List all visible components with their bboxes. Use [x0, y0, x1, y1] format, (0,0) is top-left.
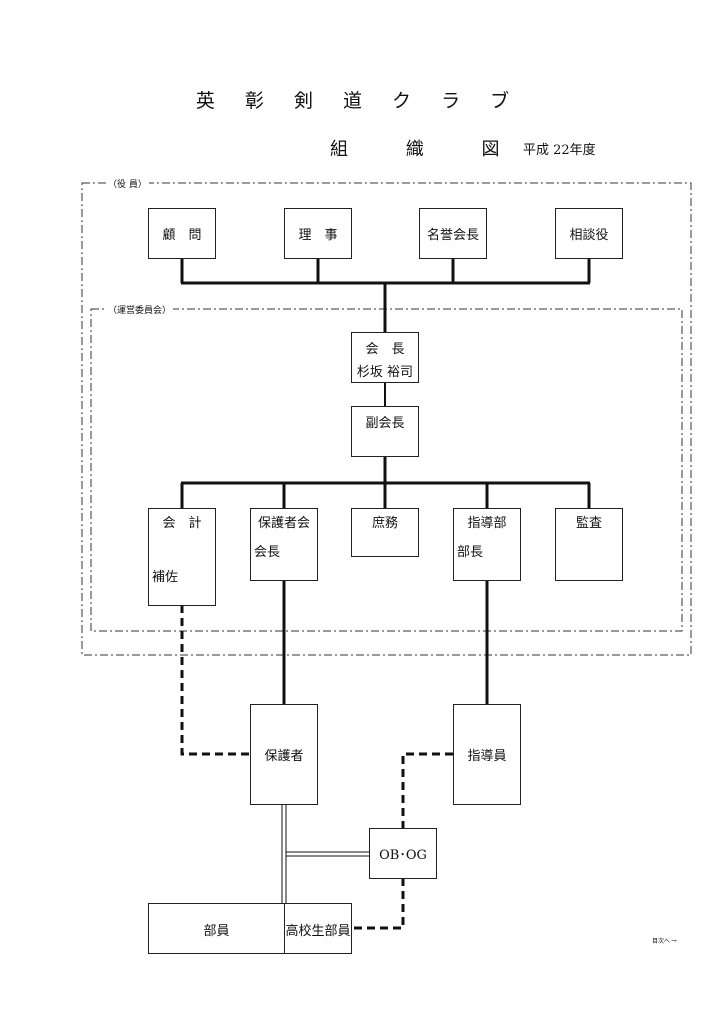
coaching-head-label-1: 指導部 [467, 516, 507, 531]
role-members-group: 部員 高校生部員 [148, 903, 352, 954]
guardians-label: 保護者 [264, 749, 304, 764]
role-accounting: 会 計 補佐 [148, 508, 216, 606]
role-alumni: OB･OG [369, 828, 437, 879]
officers-region-label: （役 員） [106, 177, 149, 190]
committee-bus [180, 457, 591, 509]
auditor-label: 監査 [575, 516, 602, 531]
role-advisor: 顧 問 [148, 208, 216, 259]
fiscal-year: 平成 22年度 [523, 143, 596, 158]
role-counselor: 相談役 [555, 208, 623, 259]
role-coaching-head: 指導部 部長 [453, 508, 521, 581]
role-auditor: 監査 [555, 508, 623, 581]
arrow-icon: → [671, 937, 677, 945]
high-school-members-label: 高校生部員 [285, 924, 351, 939]
president-name: 杉坂 裕司 [356, 365, 414, 380]
role-general-affairs: 庶務 [351, 508, 419, 557]
role-advisor-label: 顧 問 [162, 228, 202, 243]
members-label: 部員 [203, 924, 230, 939]
role-director-label: 理 事 [298, 228, 338, 243]
toc-link-label: 目次へ [652, 938, 671, 945]
chart-title: 英 彰 剣 道 ク ラ ブ [195, 90, 522, 112]
role-president: 会 長 杉坂 裕司 [351, 332, 419, 383]
role-honorary-president: 名誉会長 [419, 208, 487, 259]
role-vice-president: 副会長 [351, 406, 419, 457]
role-director: 理 事 [284, 208, 352, 259]
coaching-head-label-2: 部長 [457, 545, 484, 560]
role-coaches: 指導員 [453, 704, 521, 805]
members-divider [284, 904, 285, 953]
coaches-label: 指導員 [467, 749, 507, 764]
role-honorary-president-label: 名誉会長 [426, 228, 479, 243]
committee-region-label: （運営委員会） [106, 303, 174, 316]
guardians-to-alumni-double [286, 851, 369, 857]
vice-president-label: 副会長 [365, 416, 405, 431]
role-parent-association-president: 保護者会 会長 [250, 508, 318, 581]
accounting-assistant-label: 補佐 [152, 570, 179, 585]
toc-link[interactable]: 目次へ→ [652, 936, 677, 945]
alumni-label: OB･OG [379, 848, 427, 863]
parent-association-label-2: 会長 [254, 545, 281, 560]
general-affairs-label: 庶務 [371, 516, 398, 531]
chart-subtitle: 組 織 図 [330, 139, 526, 160]
coaches-to-alumni-dashed [401, 752, 453, 829]
guardians-to-members-double [281, 804, 287, 903]
role-counselor-label: 相談役 [569, 228, 609, 243]
role-guardians: 保護者 [250, 704, 318, 805]
alumni-to-highschool-dashed [352, 878, 405, 930]
parent-association-label-1: 保護者会 [257, 516, 310, 531]
top-roles-bus [180, 258, 591, 333]
president-title: 会 長 [365, 342, 405, 357]
accounting-label: 会 計 [162, 516, 202, 531]
accounting-to-guardians-dashed [180, 605, 250, 756]
officers-region-border [81, 182, 692, 656]
